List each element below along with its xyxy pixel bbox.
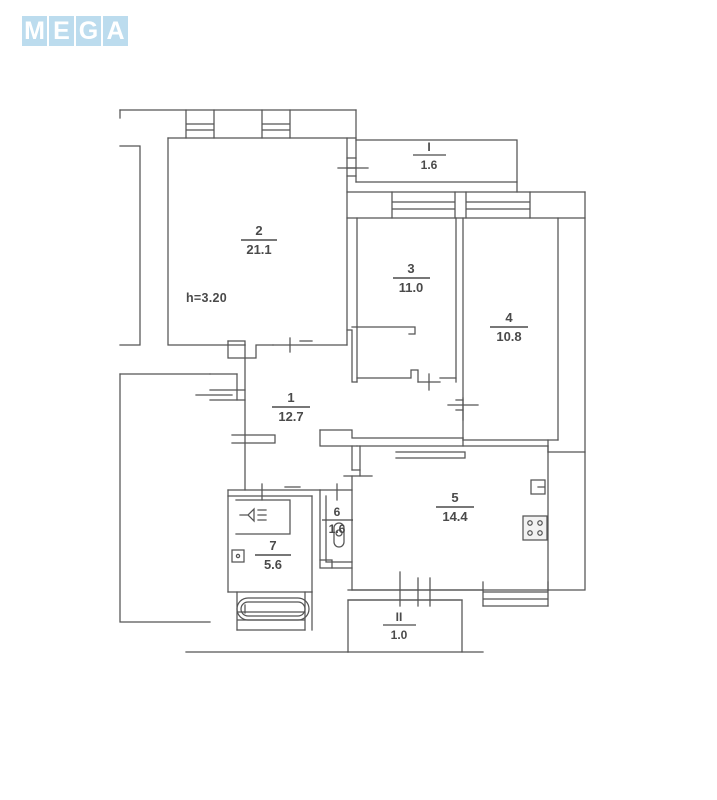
left-bracket-upper <box>119 145 141 346</box>
washbasin-fixture <box>239 507 255 523</box>
bath-wall-box <box>231 549 245 563</box>
kitchen-sink-fixture <box>530 479 546 495</box>
toilet-inner-wall <box>325 495 353 563</box>
logo-letter-a: A <box>103 16 128 46</box>
stove-fixture <box>522 515 548 541</box>
balcony-left-and-top <box>347 599 463 653</box>
room-II-number: II <box>396 610 403 624</box>
logo-letter-g: G <box>76 16 101 46</box>
room4-wall-slots <box>455 399 464 411</box>
balcony-right-and-bottom <box>347 599 463 653</box>
toilet-left-wall <box>319 489 353 569</box>
loggia-wall-slots <box>346 157 357 177</box>
window-room3 <box>391 191 456 219</box>
room-7-area: 5.6 <box>264 557 282 572</box>
window-top-left <box>185 109 215 139</box>
room-2-area: 21.1 <box>246 242 271 257</box>
room3-doorway-marks <box>428 373 457 391</box>
room-6-area: 1.6 <box>329 522 346 536</box>
room2-left-and-bottom <box>167 137 246 346</box>
room-labels: 2 21.1 h=3.20 1 12.7 3 11.0 4 10.8 5 14.… <box>186 140 528 642</box>
room3-bottom-jog <box>356 369 419 383</box>
room2-door-jog <box>227 340 274 359</box>
hall-bottom-jog <box>319 429 464 439</box>
wall-lines <box>119 109 586 653</box>
ceiling-height-label: h=3.20 <box>186 291 227 305</box>
room-1-area: 12.7 <box>278 409 303 424</box>
room4-door-mark <box>447 397 479 421</box>
logo-letter-m: M <box>22 16 47 46</box>
loggia-I-outline <box>355 139 518 193</box>
hall-bottom-left-jog <box>319 429 358 447</box>
room-3-area: 11.0 <box>399 280 424 295</box>
kitchen-counter <box>395 451 466 459</box>
mega-watermark-logo: M E G A <box>22 16 128 46</box>
room-6-number: 6 <box>334 505 341 519</box>
room-II-area: 1.0 <box>391 628 408 642</box>
toilet-fixture <box>333 522 345 548</box>
room-2-number: 2 <box>255 223 262 238</box>
entry-door-slots <box>209 389 246 401</box>
room-7-number: 7 <box>269 538 276 553</box>
window-top-right <box>261 109 291 139</box>
room2-doorway-marks <box>289 337 313 353</box>
room-5-area: 14.4 <box>442 509 468 524</box>
washbasin-nook <box>235 499 291 535</box>
room-3-number: 3 <box>407 261 414 276</box>
kitchen-right-outer <box>547 451 586 591</box>
bathtub-fixture <box>236 597 310 621</box>
logo-letter-e: E <box>49 16 74 46</box>
room-I-area: 1.6 <box>421 158 438 172</box>
room-1-number: 1 <box>287 390 294 405</box>
room3-closet <box>351 326 416 335</box>
room-4-area: 10.8 <box>496 329 521 344</box>
bath-door-marks <box>261 483 301 501</box>
balcony-door-marks <box>399 571 431 607</box>
hall-niche <box>231 434 276 444</box>
room-4-number: 4 <box>505 310 513 325</box>
room3-left-step <box>346 329 358 383</box>
outer-left-wall <box>119 373 211 623</box>
window-room4 <box>465 191 531 219</box>
toilet-door-jog <box>319 559 333 569</box>
room-5-number: 5 <box>451 490 458 505</box>
room-I-number: I <box>427 140 430 154</box>
window-kitchen <box>482 581 549 607</box>
bath-bottom-window <box>236 591 306 631</box>
